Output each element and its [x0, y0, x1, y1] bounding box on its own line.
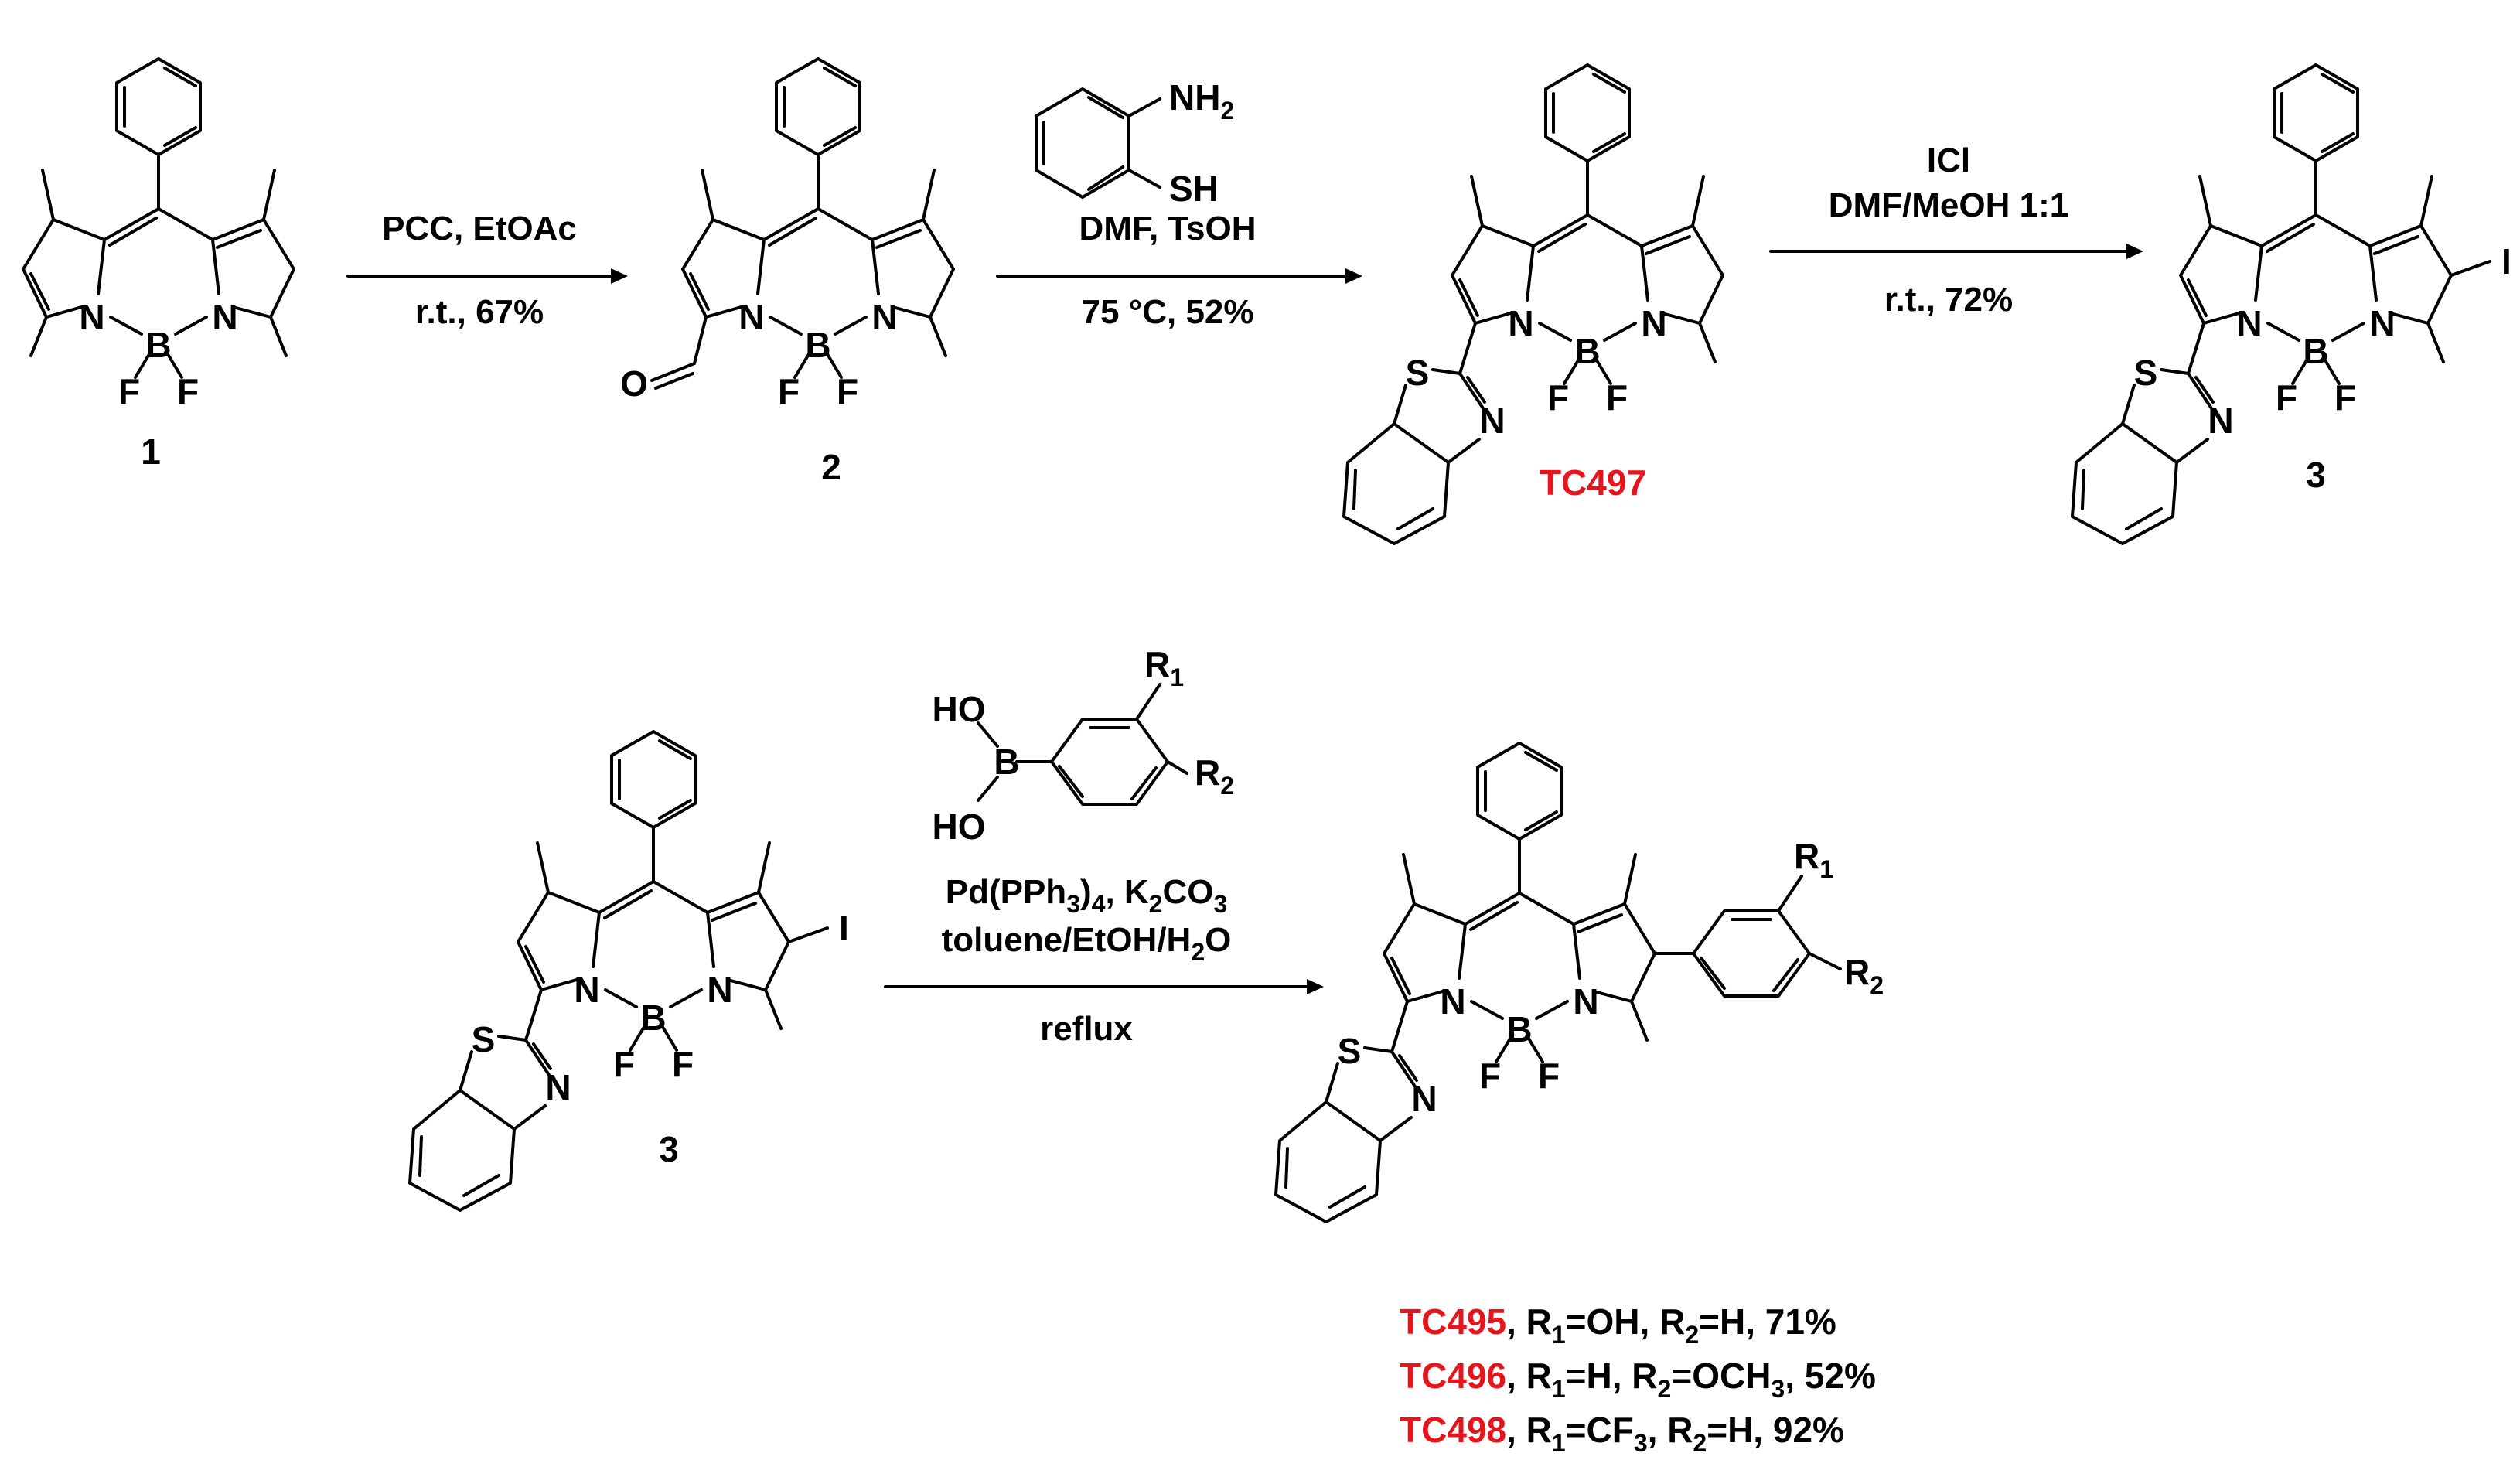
substituent-r1: R1 — [1144, 644, 1184, 691]
label-compound-2: 2 — [821, 447, 841, 487]
group-ho-top: HO — [933, 689, 986, 729]
label-compound-3-top: 3 — [2306, 455, 2326, 495]
compound-tc497 — [1342, 63, 1724, 545]
product-line-tc498: TC498, R1=CF3, R2=H, 92% — [1400, 1410, 1844, 1457]
step2-conditions: 75 °C, 52% — [1081, 293, 1253, 331]
group-sh: SH — [1169, 169, 1219, 209]
step2-reagents: DMF, TsOH — [1079, 210, 1257, 247]
step3-reagent: ICl — [1927, 142, 1970, 179]
group-ho-bottom: HO — [933, 807, 986, 847]
label-compound-3-bottom: 3 — [659, 1129, 679, 1169]
reagent-boronic-acid: B HO HO R1 R2 — [933, 644, 1235, 847]
compound-2: O — [620, 57, 955, 413]
compound-3-bottom: I — [408, 730, 849, 1212]
substituent-r2: R2 — [1195, 752, 1234, 800]
step4-conditions: reflux — [1040, 1010, 1133, 1048]
step3-conditions: r.t., 72% — [1884, 281, 2013, 319]
step3-solvent: DMF/MeOH 1:1 — [1829, 186, 2068, 224]
atom-b-boronic: B — [994, 742, 1019, 782]
compound-1 — [22, 57, 295, 413]
step4-catalyst: Pd(PPh3)4, K2CO3 — [946, 873, 1228, 918]
atom-o-aldehyde: O — [620, 363, 648, 404]
compound-3-top: I — [2071, 63, 2511, 545]
step1-conditions: r.t., 67% — [415, 293, 544, 331]
step1-reagents: PCC, EtOAc — [382, 210, 577, 247]
label-tc497: TC497 — [1540, 462, 1646, 503]
product-line-tc496: TC496, R1=H, R2=OCH3, 52% — [1400, 1356, 1876, 1403]
product-line-tc495: TC495, R1=OH, R2=H, 71% — [1400, 1301, 1836, 1349]
atom-iodine: I — [839, 908, 849, 948]
compound-product: R1 R2 — [1274, 742, 1884, 1223]
substituent-r1: R1 — [1794, 836, 1833, 883]
step4-solvent: toluene/EtOH/H2O — [942, 921, 1232, 966]
group-nh2: NH2 — [1169, 77, 1234, 125]
label-compound-1: 1 — [141, 432, 161, 472]
substituent-r2: R2 — [1844, 952, 1884, 999]
reagent-aminothiophenol: NH2 SH — [1035, 77, 1234, 209]
atom-iodine: I — [2501, 241, 2511, 281]
